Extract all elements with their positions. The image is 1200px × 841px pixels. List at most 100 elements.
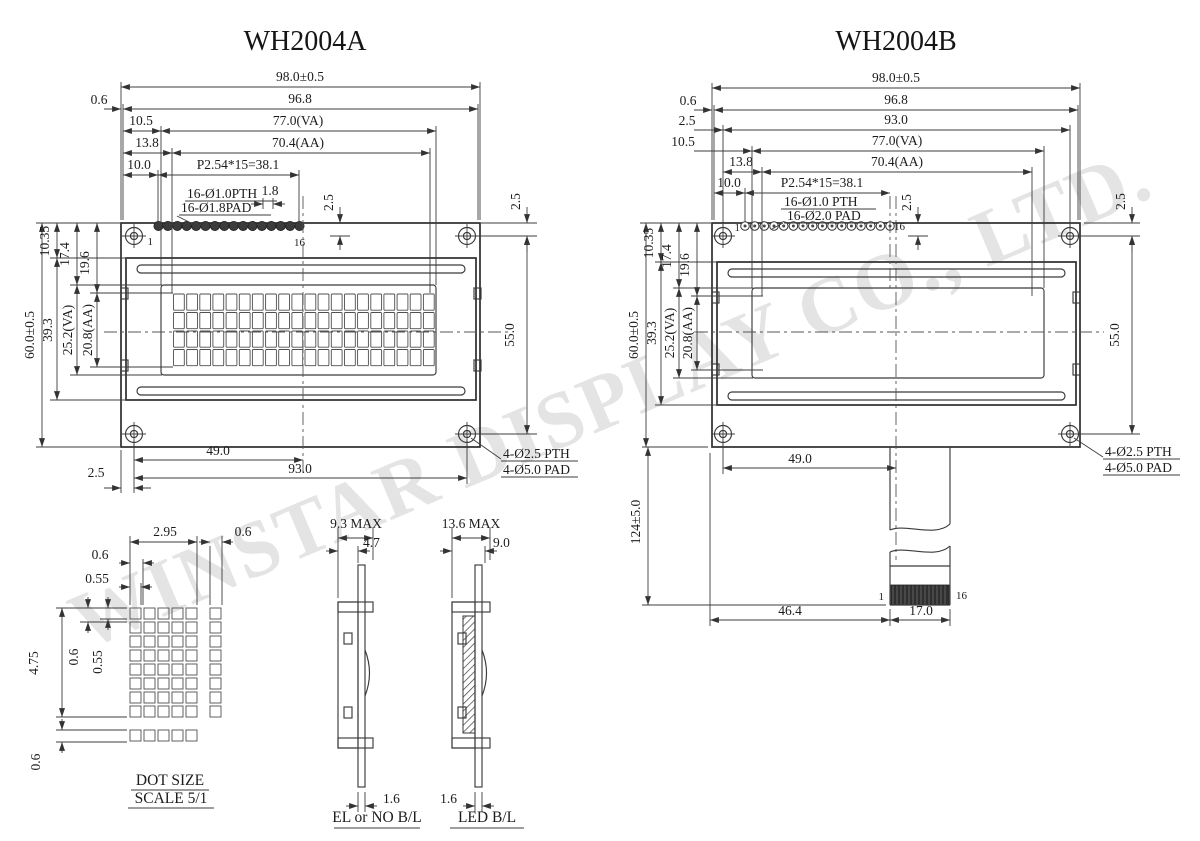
dim-aa-width-a: 70.4(AA) [272, 135, 324, 150]
dot-size-detail: 2.95 0.6 0.6 0.55 4.75 0.6 0.55 [26, 524, 252, 809]
dim-100-b: 10.0 [717, 175, 741, 190]
pin-number-first-a: 1 [148, 236, 154, 248]
led-backlight-hatch [462, 615, 476, 734]
dim-va-width-b: 77.0(VA) [872, 133, 922, 148]
dim-25-right-b: 2.5 [1113, 193, 1128, 210]
el-body [337, 601, 359, 749]
el-flange-top [337, 601, 374, 613]
bezel-slot-top-a [136, 264, 466, 274]
dot-dim-06-v: 0.6 [66, 648, 81, 665]
dim-174-b: 17.4 [659, 244, 674, 268]
callout-pad-b: 16-Ø2.0 PAD [787, 208, 861, 223]
dim-49-b: 49.0 [788, 451, 812, 466]
dim-93-a: 93.0 [288, 461, 312, 476]
bezel-clip-b [711, 363, 720, 376]
dot-dim-06-top: 0.6 [92, 547, 109, 562]
dim-aa-height-b: 20.8(AA) [680, 307, 695, 359]
bezel-slot-top-b [727, 268, 1066, 278]
dim-968-a: 96.8 [288, 91, 312, 106]
dim-393-a: 39.3 [40, 318, 55, 342]
dim-overall-height-b: 60.0±0.5 [626, 311, 641, 359]
el-flange-bottom [337, 737, 374, 749]
callout-leader [1073, 437, 1104, 458]
callout-pth-b: 16-Ø1.0 PTH [784, 194, 858, 209]
title-wh2004b: WH2004B [835, 26, 956, 57]
callout-hole-pad-a: 4-Ø5.0 PAD [503, 462, 570, 477]
led-flange-top [451, 601, 491, 613]
callout-pth-a: 16-Ø1.0PTH [187, 186, 257, 201]
mounting-hole [1058, 422, 1082, 446]
dim-aa-width-b: 70.4(AA) [871, 154, 923, 169]
led-flange-bottom [451, 737, 491, 749]
callout-hole-pth-b: 4-Ø2.5 PTH [1105, 444, 1172, 459]
bezel-b [716, 261, 1077, 406]
callout-leader [176, 215, 196, 226]
character-grid-20x4 [173, 293, 435, 367]
tail-break-line [889, 523, 951, 531]
el-tab [343, 706, 353, 719]
el-bulge [364, 649, 371, 697]
bezel-slot-bottom-a [136, 386, 466, 396]
dim-18-a: 1.8 [262, 183, 279, 198]
dim-overall-height-a: 60.0±0.5 [22, 311, 37, 359]
tail-connector-contacts [890, 584, 950, 606]
dim-25-left-b: 2.5 [679, 113, 696, 128]
dot-dim-06-right: 0.6 [235, 524, 252, 539]
dim-105-b: 10.5 [671, 134, 695, 149]
drawing-wh2004b: WH2004B 1 16 98.0±0.5 96.8 0.6 93.0 2.5 … [626, 26, 1180, 626]
dim-25-right-a: 2.5 [508, 193, 523, 210]
led-label: LED B/L [458, 809, 516, 826]
title-wh2004a: WH2004A [244, 26, 368, 57]
mounting-hole [122, 224, 146, 248]
mounting-hole [122, 422, 146, 446]
dim-138-a: 13.8 [135, 135, 159, 150]
callout-leader [470, 437, 502, 460]
bezel-clip-b [1072, 363, 1081, 376]
dim-25-mid-b: 2.5 [899, 194, 914, 211]
bezel-clip-a [473, 287, 482, 300]
dim-196-b: 19.6 [677, 253, 692, 277]
tail-break-line [889, 545, 951, 553]
dim-393-b: 39.3 [644, 321, 659, 345]
dim-va-width-a: 77.0(VA) [273, 113, 323, 128]
dim-105-a: 10.5 [129, 113, 153, 128]
pin-number-first-b: 1 [735, 222, 741, 234]
display-window-b [751, 287, 1045, 379]
tail-pin-last: 16 [956, 590, 968, 602]
mounting-hole [1058, 224, 1082, 248]
dim-138-b: 13.8 [729, 154, 753, 169]
callout-pad-a: 16-Ø1.8PAD [181, 200, 252, 215]
dot-dim-295: 2.95 [153, 524, 177, 539]
led-dim-16: 1.6 [440, 791, 457, 806]
el-dim-47: 4.7 [363, 535, 380, 550]
dim-55-b: 55.0 [1107, 323, 1122, 347]
tail-pin-first: 1 [879, 591, 885, 603]
dim-06-a: 0.6 [91, 92, 108, 107]
dim-1035-b: 10.35 [641, 228, 656, 259]
pin-number-last-b: 16 [894, 221, 906, 233]
dim-va-height-b: 25.2(VA) [662, 308, 677, 358]
el-dim-16: 1.6 [383, 791, 400, 806]
dim-overall-width-b: 98.0±0.5 [872, 70, 920, 85]
dim-tail-length-b: 124±5.0 [628, 499, 643, 544]
callout-leader [771, 222, 784, 230]
mounting-hole [711, 422, 735, 446]
dim-aa-height-a: 20.8(AA) [80, 304, 95, 356]
side-view-el: 9.3 MAX 4.7 1.6 EL or NO B/L [326, 516, 422, 829]
callout-hole-pad-b: 4-Ø5.0 PAD [1105, 460, 1172, 475]
bezel-clip-b [1072, 291, 1081, 304]
dot-size-label: DOT SIZE [136, 772, 204, 789]
side-view-led: 13.6 MAX 9.0 1.6 LED B/L [440, 516, 524, 829]
drawing-wh2004a: WH2004A 1 16 98.0±0.5 96.8 0.6 77.0(VA) … [22, 26, 578, 493]
dim-va-height-a: 25.2(VA) [60, 305, 75, 355]
dot-dim-055-v: 0.55 [90, 650, 105, 674]
el-tab [343, 632, 353, 645]
mounting-holes [122, 224, 1082, 446]
pin-number-last-a: 16 [294, 237, 306, 249]
dim-17-b: 17.0 [909, 603, 933, 618]
el-label: EL or NO B/L [332, 809, 421, 826]
dim-25-mid-a: 2.5 [321, 194, 336, 211]
bezel-clip-b [711, 291, 720, 304]
dot-matrix-5x8 [129, 607, 222, 742]
